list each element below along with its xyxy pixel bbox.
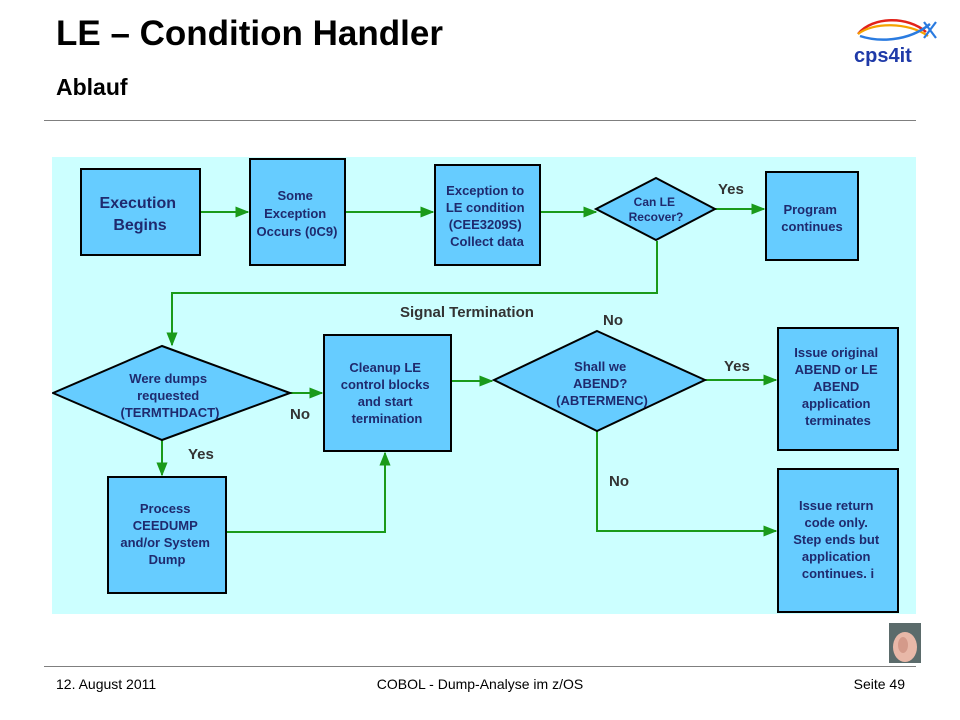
header-divider <box>44 120 916 121</box>
edge-abend-no <box>596 431 778 537</box>
page-subtitle: Ablauf <box>56 74 128 100</box>
label-signal-termination: Signal Termination <box>400 304 534 321</box>
node-program-continues <box>765 171 859 261</box>
label-dumps-no: No <box>290 406 310 423</box>
text-exception-to-le: Exception to LE condition (CEE3209S) Col… <box>446 183 528 249</box>
label-abend-yes: Yes <box>724 358 750 375</box>
edge-process-to-cleanup <box>226 451 391 533</box>
text-issue-return-code: Issue return code only. Step ends but ap… <box>793 498 883 581</box>
node-issue-original-abend <box>777 327 899 451</box>
label-dumps-yes: Yes <box>188 446 214 463</box>
node-exception-to-le <box>434 164 541 266</box>
footer-page: Seite 49 <box>853 676 905 692</box>
page-title: LE – Condition Handler <box>56 14 443 53</box>
label-abend-no: No <box>609 473 629 490</box>
text-cleanup-le: Cleanup LE control blocks and start term… <box>341 360 433 426</box>
text-some-exception: Some Exception Occurs (0C9) <box>257 188 338 239</box>
text-process-ceedump: Process CEEDUMP and/or System Dump <box>120 501 213 567</box>
footer-divider <box>44 666 916 667</box>
node-issue-return-code <box>777 468 899 613</box>
node-shall-we-abend <box>491 329 708 433</box>
edge-signal-termination <box>166 241 658 347</box>
logo-text: cps4it <box>854 45 912 67</box>
footer-center: COBOL - Dump-Analyse im z/OS <box>376 676 584 692</box>
text-shall-we-abend: Shall we ABEND? (ABTERMENC) <box>556 359 648 408</box>
text-can-le-recover: Can LE Recover? <box>629 195 684 224</box>
text-program-continues: Program continues <box>781 202 842 234</box>
label-recover-yes: Yes <box>718 181 744 198</box>
node-were-dumps-requested <box>52 344 293 442</box>
node-can-le-recover <box>593 176 718 242</box>
node-some-exception <box>249 158 346 266</box>
speaker-photo <box>889 623 921 663</box>
node-cleanup-le <box>323 334 452 452</box>
cps4it-logo: cps4it <box>854 19 937 67</box>
text-issue-original-abend: Issue original ABEND or LE ABEND applica… <box>794 345 881 428</box>
text-were-dumps-requested: Were dumps requested (TERMTHDACT) <box>121 371 220 420</box>
label-recover-no: No <box>603 312 623 329</box>
flow-diagram: Execution Begins Some Exception Occurs (… <box>52 157 916 614</box>
node-execution-begins <box>80 168 201 256</box>
node-process-ceedump <box>107 476 227 594</box>
text-execution-begins: Execution Begins <box>100 195 181 234</box>
footer-date: 12. August 2011 <box>56 676 157 692</box>
